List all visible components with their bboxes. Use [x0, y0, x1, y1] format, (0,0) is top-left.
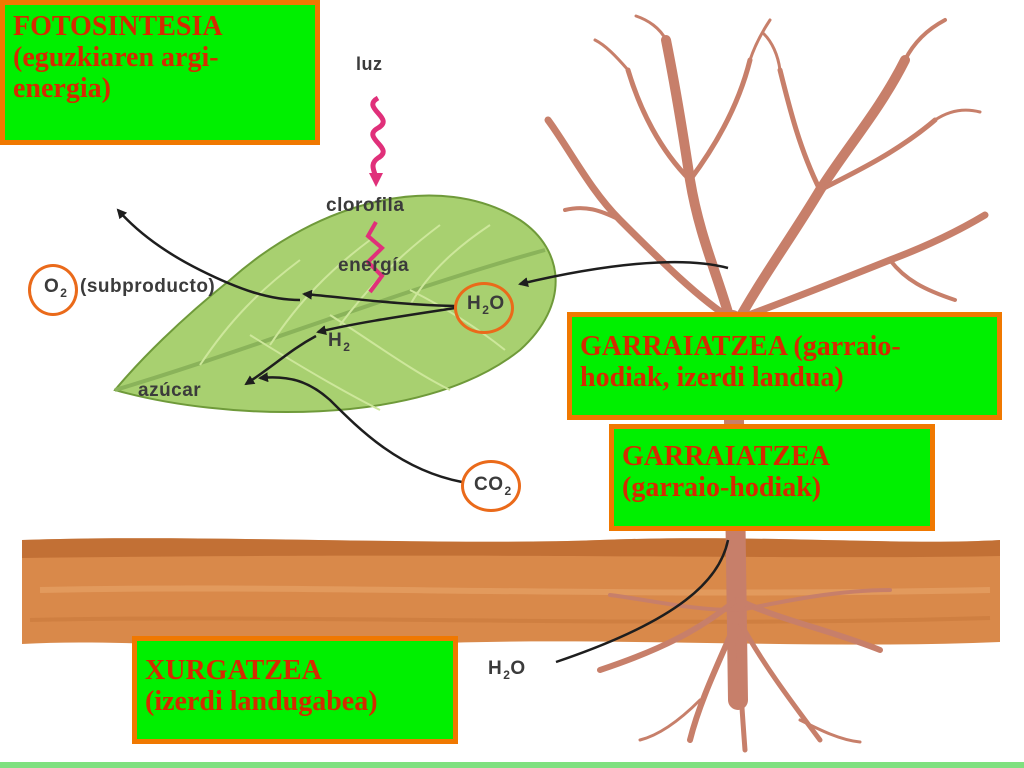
label-clorofila: clorofila: [326, 195, 405, 216]
circle-h2o: [454, 282, 514, 334]
box-fotosintesia-line1: FOTOSINTESIA: [13, 11, 223, 42]
light-wave: [368, 95, 386, 187]
box-garraiatzea-1: GARRAIATZEA (garraio- hodiak, izerdi lan…: [567, 312, 1002, 420]
label-azucar: azúcar: [138, 380, 202, 401]
leaf: [113, 194, 557, 414]
box-xurgatzea-line2: (izerdi landugabea): [145, 686, 378, 717]
box-fotosintesia-line2: (eguzkiaren argi-: [13, 42, 219, 73]
box-garraiatzea-2-line2: (garraio-hodiak): [622, 472, 822, 503]
box-fotosintesia: FOTOSINTESIA (eguzkiaren argi- energia): [0, 0, 320, 145]
label-subproducto: (subproducto): [80, 276, 216, 297]
box-fotosintesia-line3: energia): [13, 73, 111, 104]
flow-arrows: [116, 208, 730, 664]
label-luz: luz: [356, 54, 383, 74]
energy-zigzag: [365, 221, 385, 294]
h2o-soil-subscript: 2: [503, 668, 511, 682]
box-xurgatzea: XURGATZEA (izerdi landugabea): [132, 636, 458, 744]
soil: [22, 538, 1000, 647]
box-garraiatzea-2-line1: GARRAIATZEA: [622, 441, 830, 472]
box-garraiatzea-1-line1: GARRAIATZEA (garraio-: [580, 331, 901, 362]
box-garraiatzea-1-line2: hodiak, izerdi landua): [580, 362, 844, 393]
label-h2: H2: [328, 330, 351, 354]
circle-co2: [461, 460, 521, 512]
label-energia: energía: [338, 255, 410, 276]
bottom-border: [0, 762, 1024, 768]
h2-h: H: [328, 330, 343, 351]
h2o-soil-h: H: [488, 658, 503, 679]
h2-subscript: 2: [343, 340, 351, 354]
circle-o2: [28, 264, 78, 316]
h2o-soil-o: O: [510, 658, 526, 679]
label-h2o-soil: H2O: [488, 658, 526, 682]
box-xurgatzea-line1: XURGATZEA: [145, 655, 322, 686]
box-garraiatzea-2: GARRAIATZEA (garraio-hodiak): [609, 424, 935, 531]
